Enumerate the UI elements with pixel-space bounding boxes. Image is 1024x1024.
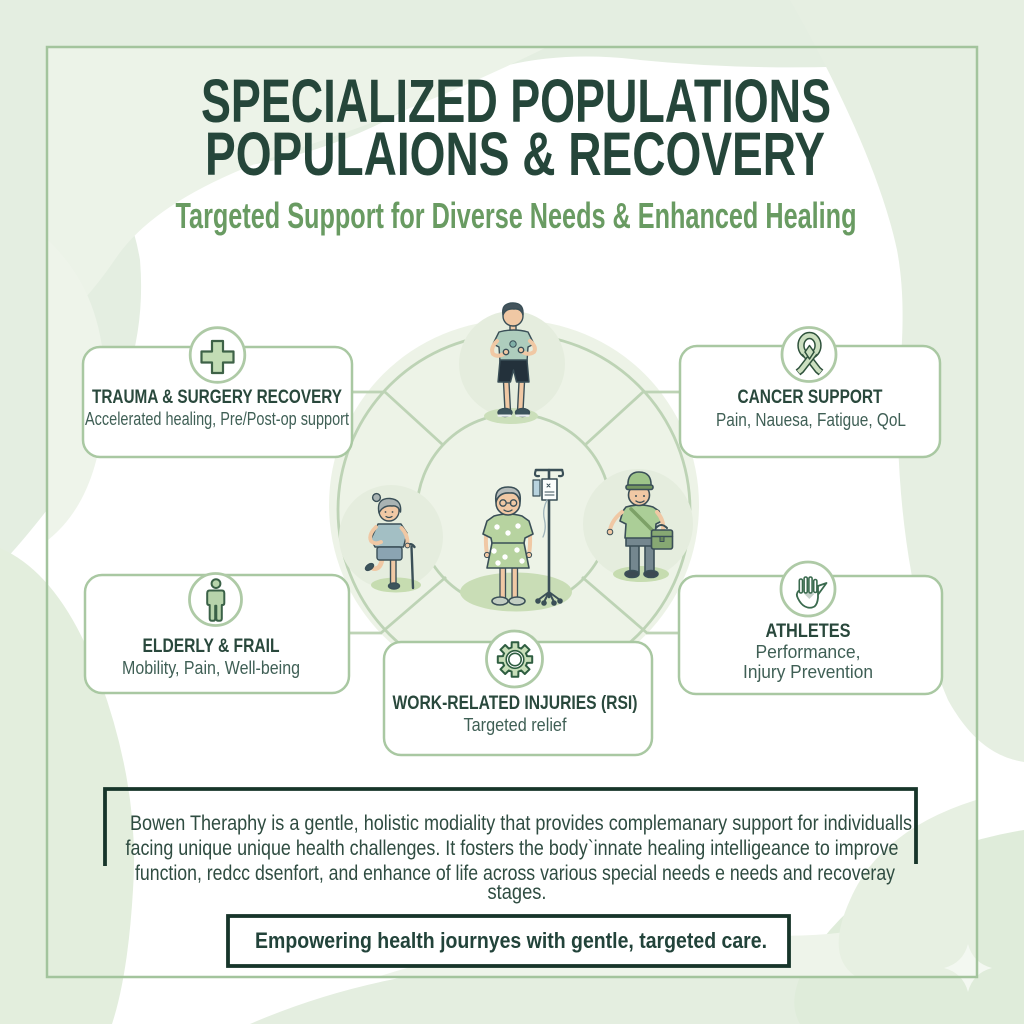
svg-text:Pain, Nauesa, Fatigue, QoL: Pain, Nauesa, Fatigue, QoL (716, 410, 906, 430)
svg-text:ATHLETES: ATHLETES (766, 620, 851, 642)
svg-text:Empowering health journyes wit: Empowering health journyes with gentle, … (255, 928, 767, 953)
svg-text:Targeted relief: Targeted relief (464, 715, 568, 735)
svg-text:Targeted Support for Diverse N: Targeted Support for Diverse Needs & Enh… (176, 195, 857, 236)
svg-text:WORK-RELATED INJURIES (RSI): WORK-RELATED INJURIES (RSI) (393, 692, 638, 714)
svg-text:SPECIALIZED POPULATIONS: SPECIALIZED POPULATIONS (201, 67, 831, 135)
svg-text:Mobility, Pain, Well-being: Mobility, Pain, Well-being (122, 658, 300, 678)
svg-text:POPULAIONS & RECOVERY: POPULAIONS & RECOVERY (205, 120, 825, 188)
svg-text:Bowen Theraphy is a gentle, ho: Bowen Theraphy is a gentle, holistic mod… (130, 812, 912, 835)
svg-text:Accelerated healing, Pre/Post-: Accelerated healing, Pre/Post-op support (85, 409, 349, 429)
svg-text:Performance,: Performance, (756, 642, 861, 662)
svg-text:facing unique unique health ch: facing unique unique health challenges. … (126, 837, 899, 860)
svg-text:function, redcc dsenfort, and: function, redcc dsenfort, and enhance of… (135, 862, 895, 885)
svg-text:ELDERLY & FRAIL: ELDERLY & FRAIL (143, 635, 280, 657)
svg-text:TRAUMA & SURGERY RECOVERY: TRAUMA & SURGERY RECOVERY (92, 386, 342, 408)
svg-text:stages.: stages. (488, 881, 547, 904)
svg-text:CANCER SUPPORT: CANCER SUPPORT (738, 386, 883, 408)
svg-text:Injury Prevention: Injury Prevention (743, 662, 873, 682)
